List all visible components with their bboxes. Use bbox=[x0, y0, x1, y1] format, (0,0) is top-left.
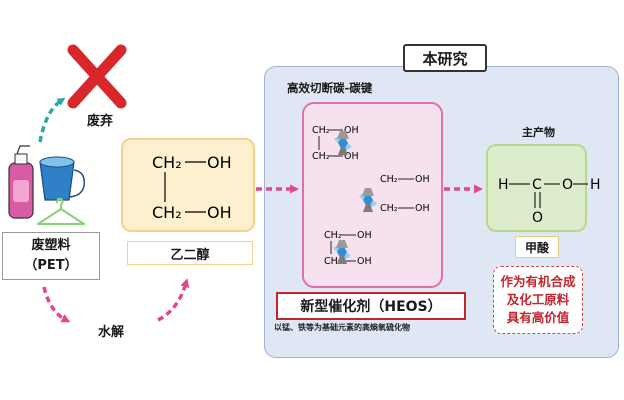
svg-text:OH: OH bbox=[415, 203, 430, 214]
catalyst-name: 新型催化剂（HEOS） bbox=[276, 292, 466, 320]
svg-text:OH: OH bbox=[207, 203, 232, 222]
svg-text:OH: OH bbox=[344, 151, 359, 162]
catalyst-molecule-1: CH₂ OH CH₂ OH bbox=[312, 125, 359, 162]
svg-text:H: H bbox=[498, 177, 509, 193]
catalyst-molecule-2: CH₂ OH CH₂ OH bbox=[359, 174, 430, 214]
svg-text:CH₂: CH₂ bbox=[312, 125, 330, 136]
plastic-bottle-icon bbox=[8, 145, 34, 219]
plastic-bucket-icon bbox=[39, 156, 86, 201]
svg-text:OH: OH bbox=[357, 230, 372, 241]
catalyst-description: 以锰、铁等为基础元素的高熵氧硫化物 bbox=[274, 323, 410, 332]
ethylene-glycol-name: 乙二醇 bbox=[127, 241, 253, 265]
ethylene-glycol-panel bbox=[121, 138, 255, 232]
svg-text:CH₂: CH₂ bbox=[312, 151, 330, 162]
svg-text:CH₂: CH₂ bbox=[152, 203, 182, 222]
svg-text:CH₂: CH₂ bbox=[324, 230, 342, 241]
pet-label: 废塑料 （PET） bbox=[2, 232, 100, 280]
hydrolysis-arrow-in bbox=[42, 286, 71, 323]
svg-text:CH₂: CH₂ bbox=[380, 203, 398, 214]
svg-text:OH: OH bbox=[207, 153, 232, 172]
discard-x-icon bbox=[67, 44, 127, 109]
main-product-label: 主产物 bbox=[522, 126, 555, 139]
svg-text:OH: OH bbox=[344, 125, 359, 136]
product-use-note: 作为有机合成 及化工原料 具有高价值 bbox=[493, 266, 583, 334]
svg-text:O: O bbox=[562, 177, 573, 193]
hanger-icon bbox=[36, 197, 86, 226]
research-title: 本研究 bbox=[403, 44, 487, 72]
svg-text:H: H bbox=[590, 177, 601, 193]
catalyst-molecule-3: CH₂ OH CH₂ OH bbox=[324, 230, 372, 267]
use-line-3: 具有高价值 bbox=[506, 310, 570, 325]
use-line-1: 作为有机合成 bbox=[500, 274, 576, 289]
cleavage-label: 高效切断碳-碳键 bbox=[287, 81, 373, 95]
discard-label: 废弃 bbox=[87, 114, 114, 129]
ethylene-glycol-structure: CH₂ OH CH₂ OH bbox=[152, 153, 232, 222]
formic-acid-name: 甲酸 bbox=[515, 236, 559, 258]
formic-acid-panel bbox=[486, 144, 587, 232]
svg-text:CH₂: CH₂ bbox=[324, 256, 342, 267]
svg-text:CH₂: CH₂ bbox=[152, 153, 182, 172]
svg-text:OH: OH bbox=[415, 174, 430, 185]
hydrolysis-arrow-out bbox=[157, 278, 190, 322]
discard-arrow bbox=[38, 97, 66, 143]
use-line-2: 及化工原料 bbox=[506, 292, 570, 307]
hydrolysis-label: 水解 bbox=[98, 325, 125, 340]
svg-text:C: C bbox=[532, 177, 542, 193]
pet-label-line-1: 废塑料 bbox=[31, 238, 71, 253]
svg-text:O: O bbox=[532, 210, 543, 226]
pet-label-line-2: （PET） bbox=[24, 258, 78, 273]
svg-text:CH₂: CH₂ bbox=[380, 174, 398, 185]
catalyst-particle-icon bbox=[359, 188, 377, 212]
svg-text:OH: OH bbox=[357, 256, 372, 267]
formic-acid-structure: H C O H O bbox=[498, 177, 601, 226]
